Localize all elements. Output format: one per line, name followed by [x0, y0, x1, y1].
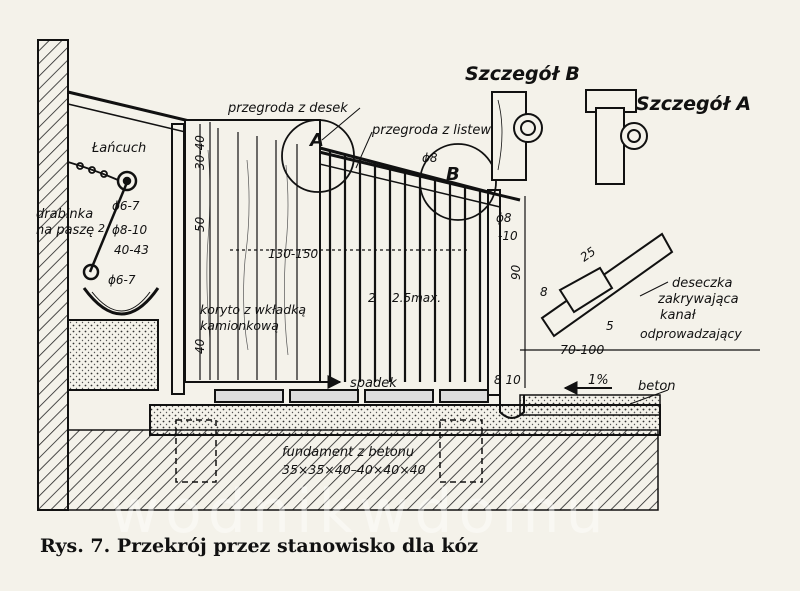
label-ladder-2: na paszę: [36, 223, 94, 238]
dimension-lines: [209, 122, 760, 388]
dim-phi8-side-range: -10: [498, 229, 518, 243]
dim-2: 2: [368, 291, 376, 305]
label-concrete: beton: [638, 379, 676, 394]
dim-phi6-7-upper: ϕ6-7: [112, 199, 140, 213]
label-cover-board-3: kanał: [660, 308, 697, 323]
dim-8-10: 8 10: [494, 373, 521, 387]
dim-8: 8: [540, 285, 548, 299]
callout-circle-a: [281, 119, 355, 193]
chain: [67, 161, 119, 181]
right-floor: [519, 394, 661, 416]
label-slope: spadek: [350, 376, 397, 391]
floor-slats: [214, 389, 489, 403]
posts: [171, 123, 501, 396]
label-ladder-1: drabinka: [36, 207, 93, 222]
dim-2-small: 2: [98, 222, 105, 235]
ground: [67, 429, 659, 511]
leader-lines: [321, 107, 669, 405]
label-slat-partition: przegroda z listew: [371, 123, 491, 138]
label-foundation-1: fundament z betonu: [282, 445, 414, 460]
slat-partition: [319, 146, 493, 382]
feeding-ladder: [82, 170, 138, 281]
label-cover-board-4: odprowadzający: [640, 326, 742, 341]
watermark: wodnikwdomu: [110, 477, 610, 540]
callout-circle-b: [419, 143, 497, 221]
detail-a-drawing: [585, 89, 648, 185]
label-cover-board-1: deseczka: [672, 276, 733, 291]
dim-1-percent: 1%: [588, 373, 609, 388]
dim-phi6-7-lower: ϕ6-7: [108, 273, 136, 287]
wall: [37, 39, 69, 511]
label-board-partition: przegroda z desek: [227, 101, 348, 116]
figure-caption: Rys. 7. Przekrój przez stanowisko dla kó…: [40, 535, 479, 557]
dim-40-43: 40-43: [114, 243, 149, 257]
label-chain: Łańcuch: [91, 141, 146, 156]
detail-b-drawing: [491, 91, 543, 181]
drain-channel: [499, 395, 525, 419]
manger-base: [67, 287, 160, 391]
dim-90: 90: [509, 264, 523, 280]
board-partition: [184, 119, 321, 383]
label-cover-board-2: zakrywająca: [657, 292, 739, 307]
label-trough-1: koryto z wkładką: [200, 302, 306, 317]
dim-phi8-side: ϕ8: [496, 211, 512, 225]
goat-stall-cross-section-diagram: Szczegół B Szczegół A A B przegroda z de…: [36, 39, 760, 540]
callout-b-letter: B: [446, 164, 460, 185]
dim-130-150: 130-150: [268, 247, 319, 261]
dim-30-40: 30-40: [193, 135, 207, 170]
dim-phi8-top: ϕ8: [422, 151, 438, 165]
label-foundation-2: 35×35×40–40×40×40: [282, 462, 426, 477]
detail-b-title: Szczegół B: [465, 63, 580, 85]
dim-50: 50: [193, 216, 207, 232]
label-trough-2: kamionkową: [200, 318, 279, 333]
callout-a-letter: A: [308, 130, 324, 151]
dim-25: 25: [578, 244, 599, 264]
dim-phi8-10: ϕ8-10: [112, 223, 148, 237]
foundation-outlines: [175, 419, 483, 483]
dim-70-100: 70-100: [560, 342, 604, 357]
dim-2-5max: 2.5max.: [392, 291, 441, 305]
dim-5: 5: [606, 319, 614, 333]
detail-a-title: Szczegół A: [636, 93, 751, 115]
cover-board-detail: [540, 232, 674, 338]
dim-40-vertical: 40: [193, 338, 207, 354]
